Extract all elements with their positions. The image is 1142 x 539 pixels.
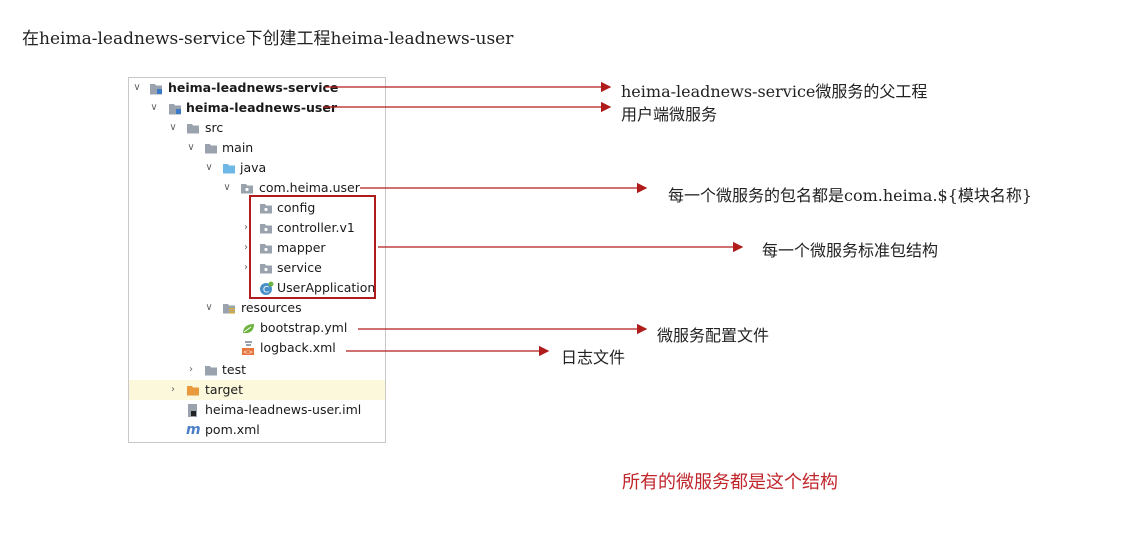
chevron-right-icon[interactable]: › [244,242,248,253]
footer-note: 所有的微服务都是这个结构 [622,472,838,493]
tree-row-src[interactable]: ∨ src [129,118,385,138]
chevron-right-icon[interactable]: › [244,262,248,273]
spring-class-icon: C [260,281,274,296]
tree-row-mapper[interactable]: › mapper [129,238,385,258]
svg-text:<>: <> [243,349,253,356]
annotation-structure: 每一个微服务标准包结构 [762,241,939,260]
package-icon [241,184,253,194]
tree-row-parent-module[interactable]: ∨ heima-leadnews-service [129,78,385,98]
xml-file-icon: <> [242,341,254,356]
folder-icon [205,366,217,376]
tree-label: UserApplication [277,280,376,295]
tree-label: main [222,140,254,155]
annotation-parent: heima-leadnews-service微服务的父工程 [621,82,928,101]
tree-row-controller[interactable]: › controller.v1 [129,218,385,238]
annotation-log: 日志文件 [561,348,626,367]
tree-label: target [205,382,244,397]
target-folder-icon [187,386,199,396]
chevron-down-icon[interactable]: ∨ [150,102,158,113]
tree-label: java [240,160,267,175]
tree-row-target[interactable]: › target [129,380,385,400]
chevron-down-icon[interactable]: ∨ [223,182,231,193]
folder-icon [205,144,217,154]
package-icon [260,264,272,274]
tree-row-user-module[interactable]: ∨ heima-leadnews-user [129,98,385,118]
maven-icon: m [186,422,201,438]
resources-folder-icon [223,304,235,314]
svg-text:C: C [263,286,269,296]
tree-label: heima-leadnews-user.iml [205,402,362,417]
package-icon [260,244,272,254]
tree-label: src [205,120,224,135]
chevron-right-icon[interactable]: › [244,222,248,233]
tree-label: mapper [277,240,326,255]
yml-file-icon [243,324,254,334]
tree-row-iml[interactable]: heima-leadnews-user.iml [129,400,385,420]
iml-file-icon [188,404,197,417]
annotation-package: 每一个微服务的包名都是com.heima.${模块名称} [668,186,1033,205]
tree-row-logback-xml[interactable]: <> logback.xml [129,338,385,358]
module-folder-icon [169,104,181,115]
package-icon [260,224,272,234]
tree-label: logback.xml [260,340,336,355]
project-tree-panel: ∨ heima-leadnews-service ∨ heima-leadnew… [128,77,386,443]
tree-label: bootstrap.yml [260,320,348,335]
package-icon [260,204,272,214]
tree-label: pom.xml [205,422,260,437]
folder-icon [187,124,199,134]
source-folder-icon [223,164,235,174]
tree-row-base-package[interactable]: ∨ com.heima.user [129,178,385,198]
tree-row-java[interactable]: ∨ java [129,158,385,178]
tree-label: resources [241,300,302,315]
tree-label: test [222,362,247,377]
tree-row-pom[interactable]: m pom.xml [129,420,385,440]
page-title: 在heima-leadnews-service下创建工程heima-leadne… [22,29,514,49]
chevron-down-icon[interactable]: ∨ [205,302,213,313]
tree-row-resources[interactable]: ∨ resources [129,298,385,318]
tree-row-user-application[interactable]: C UserApplication [129,278,385,298]
tree-row-main[interactable]: ∨ main [129,138,385,158]
tree-label: heima-leadnews-service [168,80,339,95]
module-folder-icon [150,84,162,95]
tree-label: controller.v1 [277,220,355,235]
chevron-down-icon[interactable]: ∨ [133,82,141,93]
annotation-user: 用户端微服务 [621,105,718,124]
annotation-config: 微服务配置文件 [657,326,770,345]
chevron-down-icon[interactable]: ∨ [187,142,195,153]
tree-label: com.heima.user [259,180,360,195]
chevron-right-icon[interactable]: › [171,384,175,395]
tree-label: service [277,260,322,275]
standard-package-highlight-box [249,195,376,299]
chevron-down-icon[interactable]: ∨ [169,122,177,133]
chevron-right-icon[interactable]: › [189,364,193,375]
tree-label: config [277,200,316,215]
tree-row-test[interactable]: › test [129,360,385,380]
tree-label: heima-leadnews-user [186,100,337,115]
tree-row-config[interactable]: config [129,198,385,218]
tree-row-service[interactable]: › service [129,258,385,278]
tree-row-bootstrap-yml[interactable]: bootstrap.yml [129,318,385,338]
chevron-down-icon[interactable]: ∨ [205,162,213,173]
